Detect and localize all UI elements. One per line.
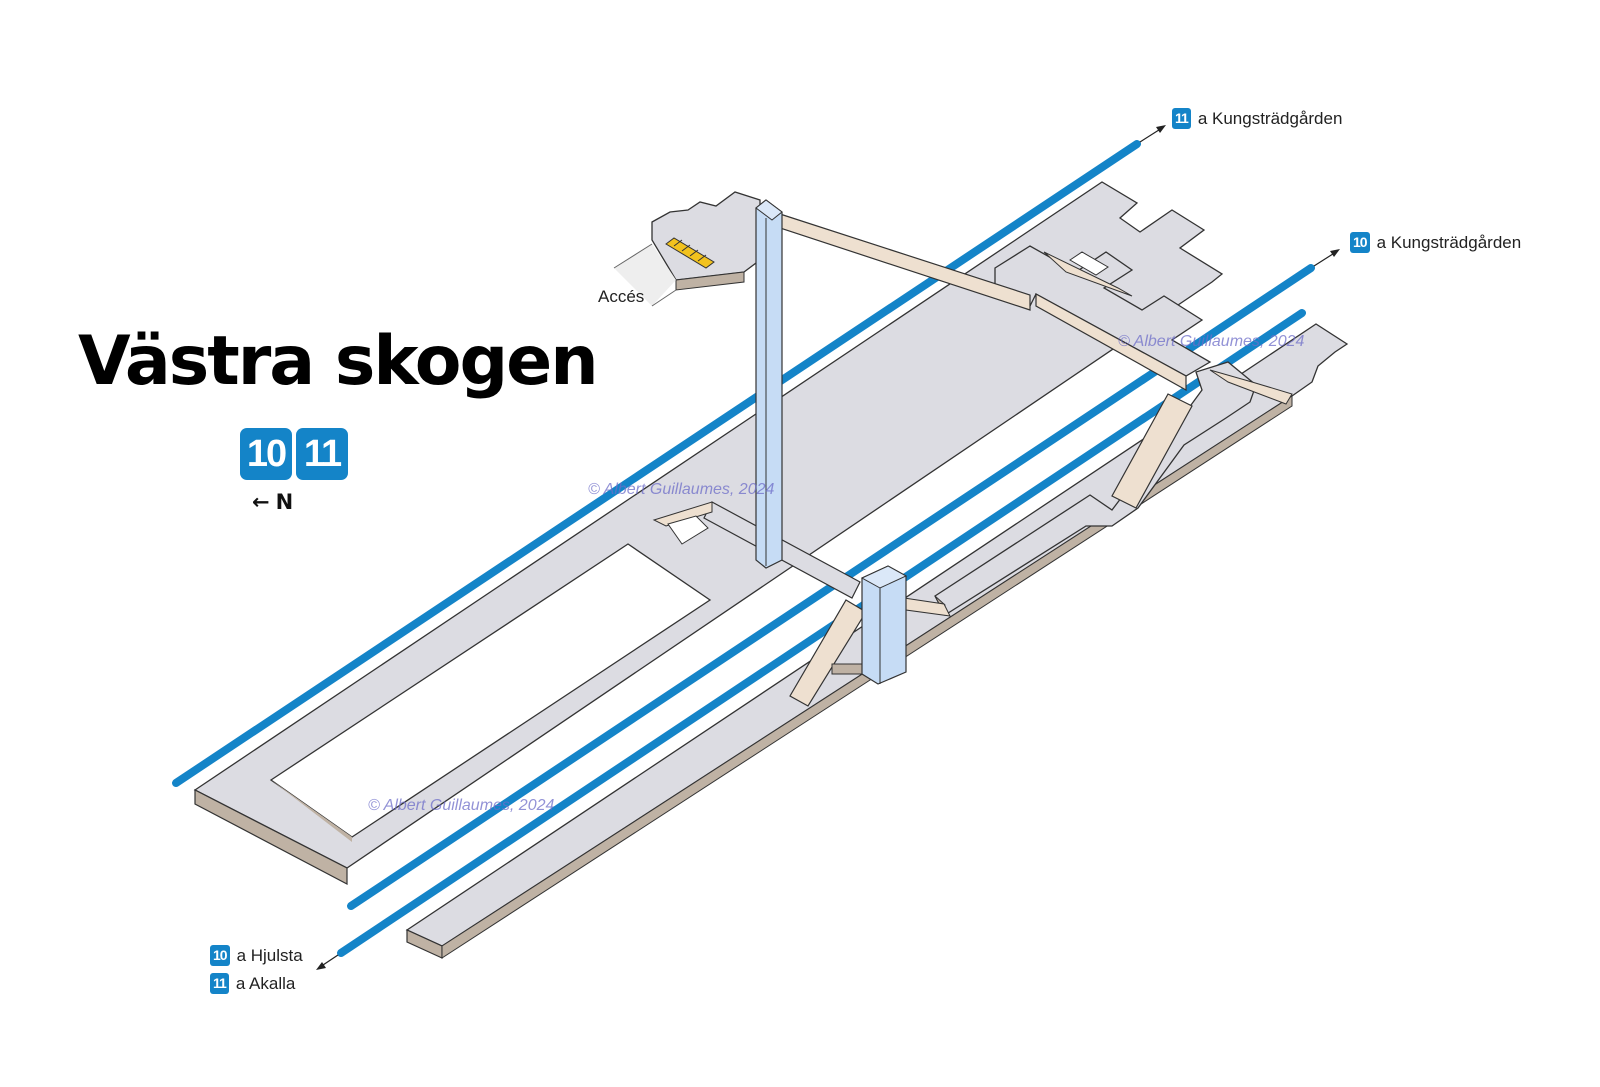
arrow-left-icon: ←: [252, 490, 270, 514]
arrow-icon: [1156, 125, 1166, 133]
line-badge: 10: [1350, 232, 1370, 253]
walkway-ramp: [1035, 292, 1187, 392]
line-badge-11: 11: [296, 428, 348, 480]
walkway-ramp: [1209, 369, 1293, 405]
watermark: © Albert Guillaumes, 2024: [368, 797, 555, 814]
arrow-icon: [1330, 249, 1340, 257]
track-line-11-northbound: [172, 140, 1141, 787]
walkway-ramp: [1043, 251, 1133, 297]
line-badge: 11: [1172, 108, 1191, 129]
destination-label: 11 a Akalla: [210, 973, 295, 994]
destination-text: a Kungsträdgården: [1197, 108, 1343, 128]
watermark: © Albert Guillaumes, 2024: [588, 481, 775, 498]
access-label: Accés: [598, 287, 645, 306]
line-badge-10: 10: [240, 428, 292, 480]
walkway-ramp: [1111, 393, 1193, 509]
track-line-southbound: [337, 309, 1306, 957]
elevator-shaft-north: [755, 199, 783, 569]
elevator-shaft-south: [860, 565, 908, 685]
entrance-level: [613, 191, 761, 307]
destination-label: 10 a Kungsträdgården: [1350, 232, 1521, 253]
walkway-ramp: [652, 501, 713, 527]
station-title: Västra skogen: [78, 322, 599, 401]
upper-concourse: [994, 245, 1212, 377]
destination-text: a Akalla: [235, 973, 296, 993]
walkway-edge: [831, 663, 867, 675]
opening: [667, 515, 709, 545]
arrow-icon: [316, 962, 326, 970]
north-label: N: [275, 490, 294, 514]
line-badge: 10: [210, 945, 230, 966]
walkway-ramp: [789, 599, 867, 707]
line-badge: 11: [210, 973, 229, 994]
north-indicator: ←N: [252, 490, 293, 514]
destination-text: a Kungsträdgården: [1376, 232, 1522, 252]
watermark: © Albert Guillaumes, 2024: [1118, 333, 1305, 350]
destination-text: a Hjulsta: [236, 945, 303, 965]
destination-label: 10 a Hjulsta: [210, 945, 303, 966]
stairs-icon: [665, 237, 715, 269]
destination-label: 11 a Kungsträdgården: [1172, 108, 1342, 129]
mezzanine-level: [193, 181, 1224, 885]
